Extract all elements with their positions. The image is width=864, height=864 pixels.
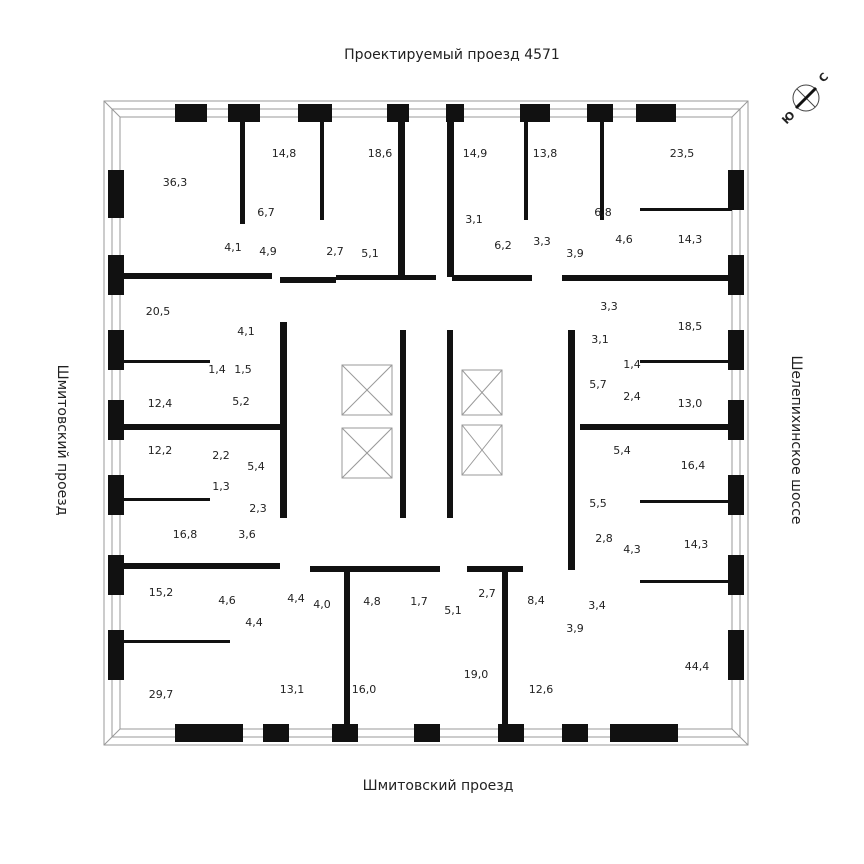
room-area: 2,8: [595, 532, 613, 545]
room-area: 13,0: [678, 397, 703, 410]
room-area: 5,4: [613, 444, 631, 457]
room-area: 19,0: [464, 668, 489, 681]
room-area: 36,3: [163, 176, 188, 189]
room-area: 12,6: [529, 683, 554, 696]
room-area: 3,1: [465, 213, 483, 226]
room-area: 2,2: [212, 449, 230, 462]
room-area: 16,8: [173, 528, 198, 541]
room-area: 4,3: [623, 543, 641, 556]
room-labels: 36,3 14,8 18,6 6,7 4,1 4,9 2,7 5,1 20,5 …: [146, 147, 710, 701]
room-area: 2,7: [326, 245, 344, 258]
room-area: 14,3: [684, 538, 709, 551]
room-area: 14,9: [463, 147, 488, 160]
room-area: 5,1: [444, 604, 462, 617]
room-area: 3,9: [566, 622, 584, 635]
core-lifts: [341, 364, 503, 479]
room-area: 13,8: [533, 147, 558, 160]
room-area: 4,8: [363, 595, 381, 608]
room-area: 6,8: [594, 206, 612, 219]
room-area: 20,5: [146, 305, 171, 318]
room-area: 15,2: [149, 586, 174, 599]
room-area: 4,0: [313, 598, 331, 611]
compass-icon: С Ю: [779, 70, 831, 127]
room-area: 14,8: [272, 147, 297, 160]
room-area: 1,7: [410, 595, 428, 608]
room-area: 29,7: [149, 688, 174, 701]
building-outline: [103, 100, 749, 746]
room-area: 1,5: [234, 363, 252, 376]
room-area: 4,9: [259, 245, 277, 258]
room-area: 4,1: [224, 241, 242, 254]
room-area: 2,7: [478, 587, 496, 600]
room-area: 1,4: [208, 363, 226, 376]
room-area: 2,4: [623, 390, 641, 403]
room-area: 6,2: [494, 239, 512, 252]
room-area: 16,4: [681, 459, 706, 472]
room-area: 5,4: [247, 460, 265, 473]
columns: [108, 104, 744, 742]
room-area: 8,4: [527, 594, 545, 607]
room-area: 5,1: [361, 247, 379, 260]
compass-north: С: [816, 70, 831, 85]
room-area: 4,4: [287, 592, 305, 605]
room-area: 3,3: [600, 300, 618, 313]
room-area: 1,3: [212, 480, 230, 493]
room-area: 12,4: [148, 397, 173, 410]
room-area: 18,6: [368, 147, 393, 160]
room-area: 23,5: [670, 147, 695, 160]
room-area: 3,3: [533, 235, 551, 248]
room-area: 3,6: [238, 528, 256, 541]
room-area: 6,7: [257, 206, 275, 219]
room-area: 12,2: [148, 444, 173, 457]
room-area: 2,3: [249, 502, 267, 515]
room-area: 14,3: [678, 233, 703, 246]
room-area: 5,2: [232, 395, 250, 408]
room-area: 13,1: [280, 683, 305, 696]
compass-south: Ю: [779, 108, 797, 126]
room-area: 5,7: [589, 378, 607, 391]
room-area: 18,5: [678, 320, 703, 333]
walls: [120, 120, 732, 736]
room-area: 3,9: [566, 247, 584, 260]
street-label-bottom: Шмитовский проезд: [362, 778, 514, 794]
room-area: 4,4: [245, 616, 263, 629]
room-area: 5,5: [589, 497, 607, 510]
room-area: 16,0: [352, 683, 377, 696]
room-area: 44,4: [685, 660, 710, 673]
room-area: 3,4: [588, 599, 606, 612]
room-area: 1,4: [623, 358, 641, 371]
street-label-top: Проектируемый проезд 4571: [344, 47, 560, 63]
room-area: 4,6: [218, 594, 236, 607]
room-area: 3,1: [591, 333, 609, 346]
room-area: 4,6: [615, 233, 633, 246]
room-area: 4,1: [237, 325, 255, 338]
